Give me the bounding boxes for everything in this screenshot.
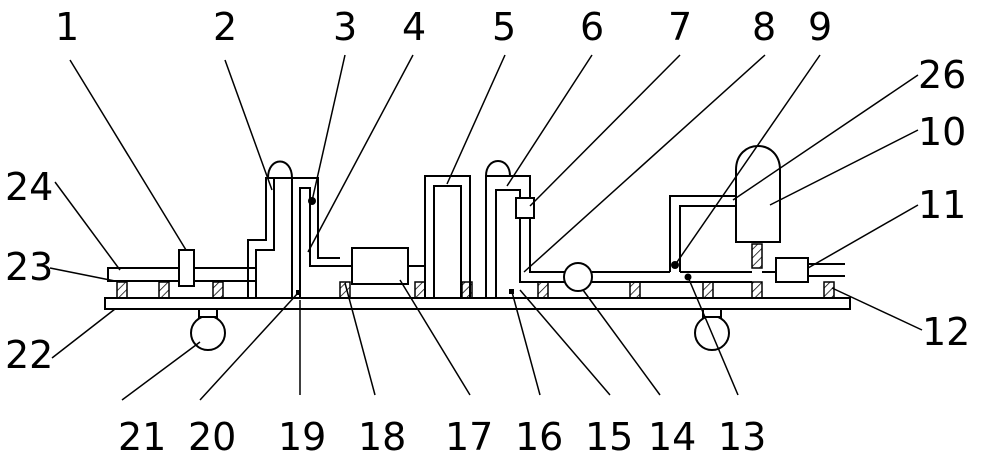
label-6: 6 — [580, 5, 604, 49]
label-5: 5 — [492, 5, 516, 49]
label-1: 1 — [55, 5, 79, 49]
label-23: 23 — [5, 245, 53, 289]
label-12: 12 — [922, 310, 970, 354]
label-14: 14 — [648, 415, 696, 459]
u-tube-5 — [424, 175, 471, 298]
label-7: 7 — [668, 5, 692, 49]
label-10: 10 — [918, 110, 966, 154]
leader-lines — [49, 54, 923, 401]
label-3: 3 — [333, 5, 357, 49]
label-11: 11 — [918, 183, 966, 227]
upper-board — [107, 267, 191, 282]
component-17-box — [351, 247, 409, 285]
label-2: 2 — [213, 5, 237, 49]
support-blocks — [116, 243, 835, 299]
chamber-2 — [247, 160, 340, 298]
label-9: 9 — [808, 5, 832, 49]
base-plate — [104, 297, 851, 310]
label-18: 18 — [358, 415, 406, 459]
number-labels: 1 2 3 4 5 6 7 8 9 26 10 11 24 23 22 12 2… — [5, 5, 970, 459]
label-26: 26 — [918, 53, 966, 97]
label-22: 22 — [5, 333, 53, 377]
chamber-6 — [485, 160, 568, 298]
label-8: 8 — [752, 5, 776, 49]
label-19: 19 — [278, 415, 326, 459]
pump-14 — [563, 262, 593, 292]
label-24: 24 — [5, 165, 53, 209]
label-16: 16 — [515, 415, 563, 459]
label-4: 4 — [402, 5, 426, 49]
label-20: 20 — [188, 415, 236, 459]
right-structure — [669, 145, 781, 281]
label-17: 17 — [445, 415, 493, 459]
label-21: 21 — [118, 415, 166, 459]
label-13: 13 — [718, 415, 766, 459]
component-1-box — [178, 249, 195, 287]
component-11-box — [775, 257, 809, 283]
label-15: 15 — [585, 415, 633, 459]
